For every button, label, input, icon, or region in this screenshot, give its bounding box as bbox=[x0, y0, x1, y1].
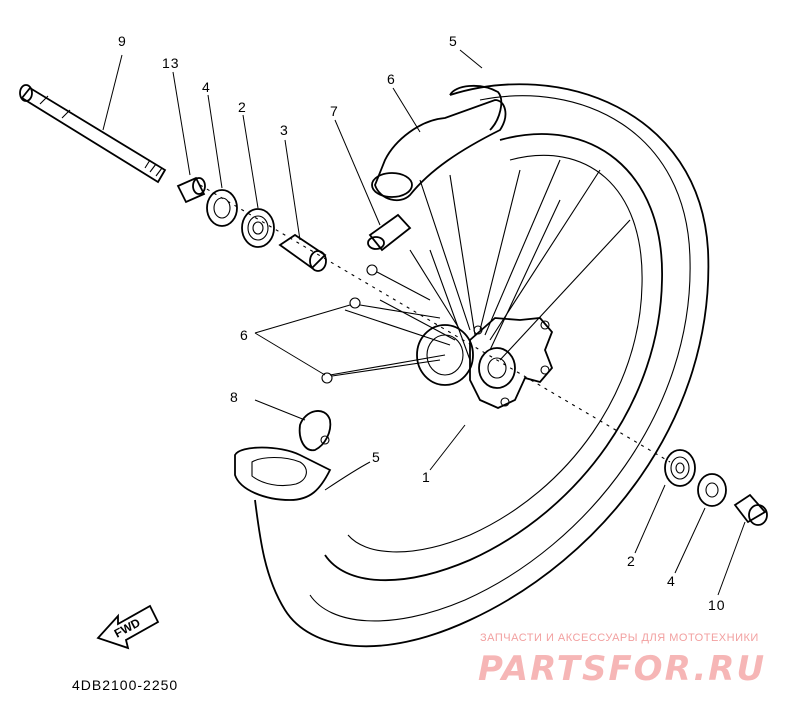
oil-seal-left bbox=[206, 189, 238, 227]
label-10: 8 bbox=[230, 389, 239, 405]
part-labels: 9 13 4 2 3 7 6 5 6 8 5 1 2 4 10 bbox=[118, 33, 726, 613]
label-12: 10 bbox=[708, 597, 726, 613]
label-5: 5 bbox=[372, 449, 381, 465]
collar-13 bbox=[176, 176, 206, 204]
label-7: 5 bbox=[449, 33, 458, 49]
label-13: 13 bbox=[162, 55, 180, 71]
watermark: ЗАПЧАСТИ И АКСЕССУАРЫ ДЛЯ МОТОТЕХНИКИ PA… bbox=[478, 632, 766, 689]
drawing-code: 4DB2100-2250 bbox=[72, 677, 178, 693]
label-8: 6 bbox=[387, 71, 396, 87]
axle bbox=[19, 84, 167, 184]
valve-stem bbox=[367, 213, 412, 252]
label-4-left: 4 bbox=[202, 79, 211, 95]
spoke-nipples bbox=[321, 264, 441, 384]
spacer bbox=[278, 233, 327, 272]
label-2-left: 2 bbox=[238, 99, 247, 115]
label-2-right: 2 bbox=[627, 553, 636, 569]
rim-band bbox=[298, 410, 332, 452]
fwd-arrow: FWD bbox=[96, 604, 160, 650]
bearing-left bbox=[241, 208, 275, 248]
label-1: 1 bbox=[422, 469, 431, 485]
label-4-right: 4 bbox=[667, 573, 676, 589]
hub bbox=[416, 317, 554, 409]
bearing-right bbox=[664, 449, 696, 487]
label-9: 7 bbox=[330, 103, 339, 119]
tube bbox=[371, 99, 507, 202]
leader-lines bbox=[102, 49, 746, 596]
spokes bbox=[329, 159, 631, 376]
oil-seal-right bbox=[697, 473, 727, 507]
fwd-label: FWD bbox=[112, 615, 143, 640]
label-6: 6 bbox=[240, 327, 249, 343]
label-3: 3 bbox=[280, 122, 289, 138]
tire-and-rim bbox=[234, 83, 710, 648]
collar-12 bbox=[733, 493, 768, 526]
watermark-tagline: ЗАПЧАСТИ И АКСЕССУАРЫ ДЛЯ МОТОТЕХНИКИ bbox=[480, 632, 759, 644]
label-11: 9 bbox=[118, 33, 127, 49]
watermark-brand: PARTSFOR.RU bbox=[478, 649, 766, 689]
